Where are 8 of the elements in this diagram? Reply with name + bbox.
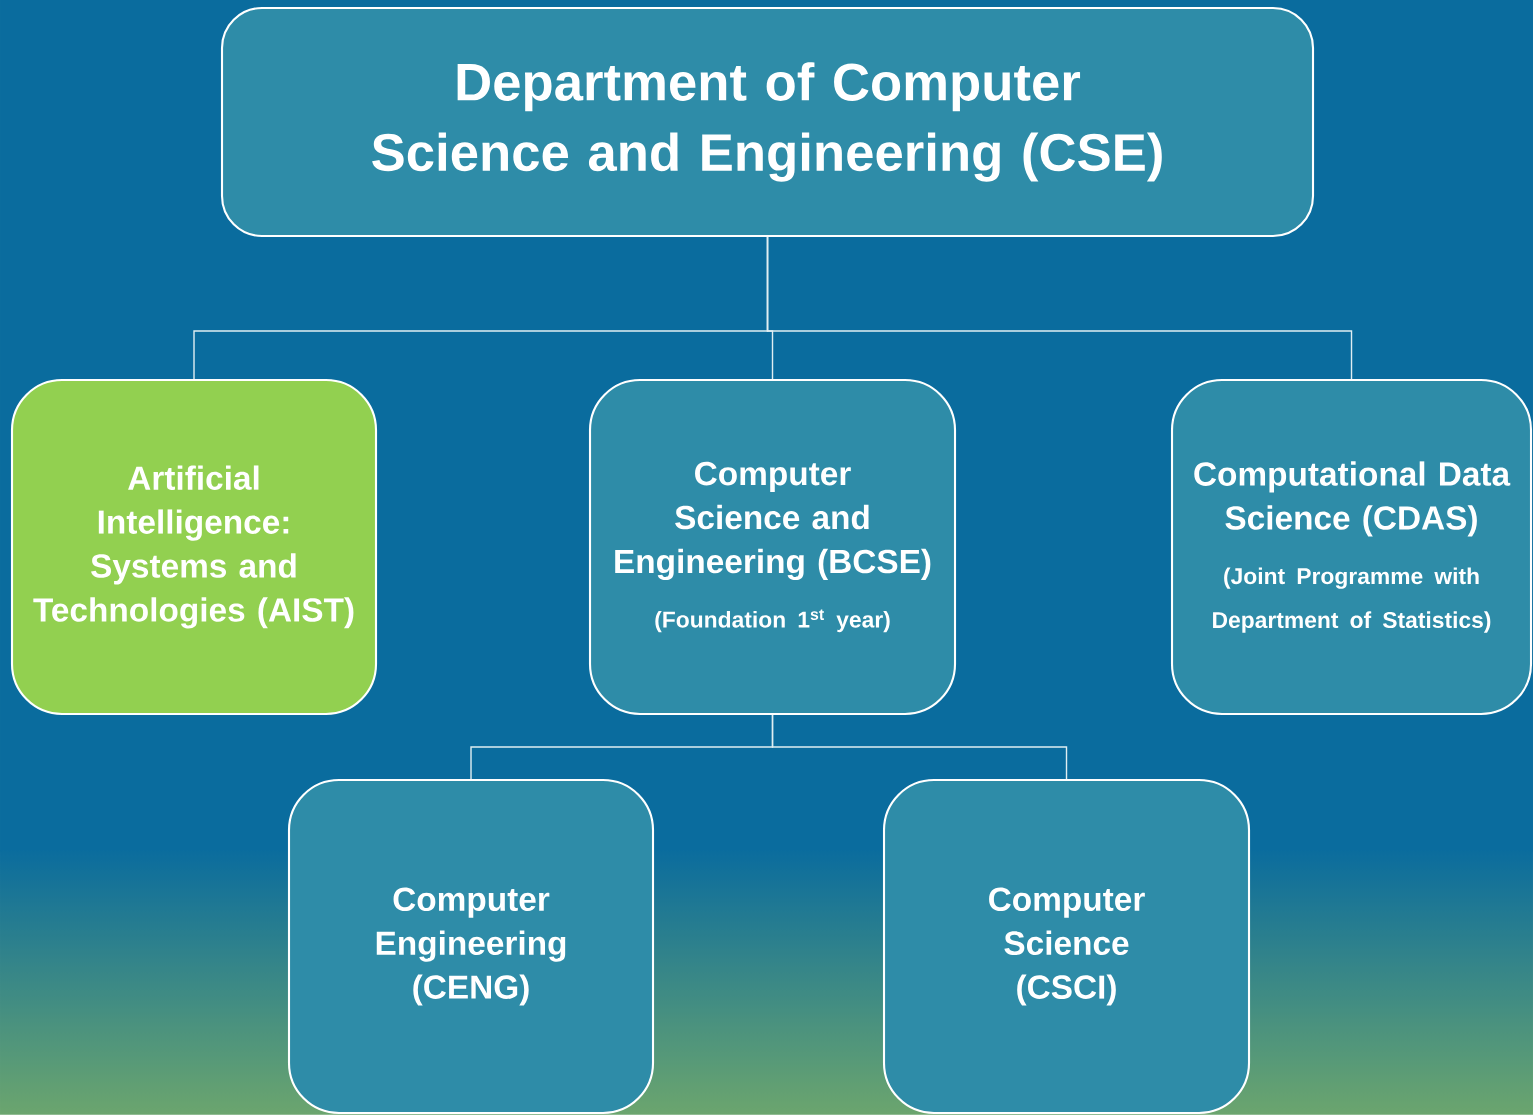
program-box: Computer Engineering (CENG): [287, 778, 655, 1115]
program-box: Computer Science and Engineering (BCSE) (Foundation 1$^{st}$ year): [588, 378, 957, 716]
program-box: Computational Data Science (CDAS) (Joint Programme with Department of Statistics): [1170, 378, 1533, 716]
program-box: Computer Science (CSCI): [882, 778, 1251, 1115]
program-box: Artificial Intelligence: Systems and Technologies (AIST): [10, 378, 378, 716]
program-box: Department of Computer Science and Engineering (CSE): [220, 6, 1315, 238]
connector-line: [766, 236, 1353, 380]
connector-line: [771, 714, 1068, 780]
